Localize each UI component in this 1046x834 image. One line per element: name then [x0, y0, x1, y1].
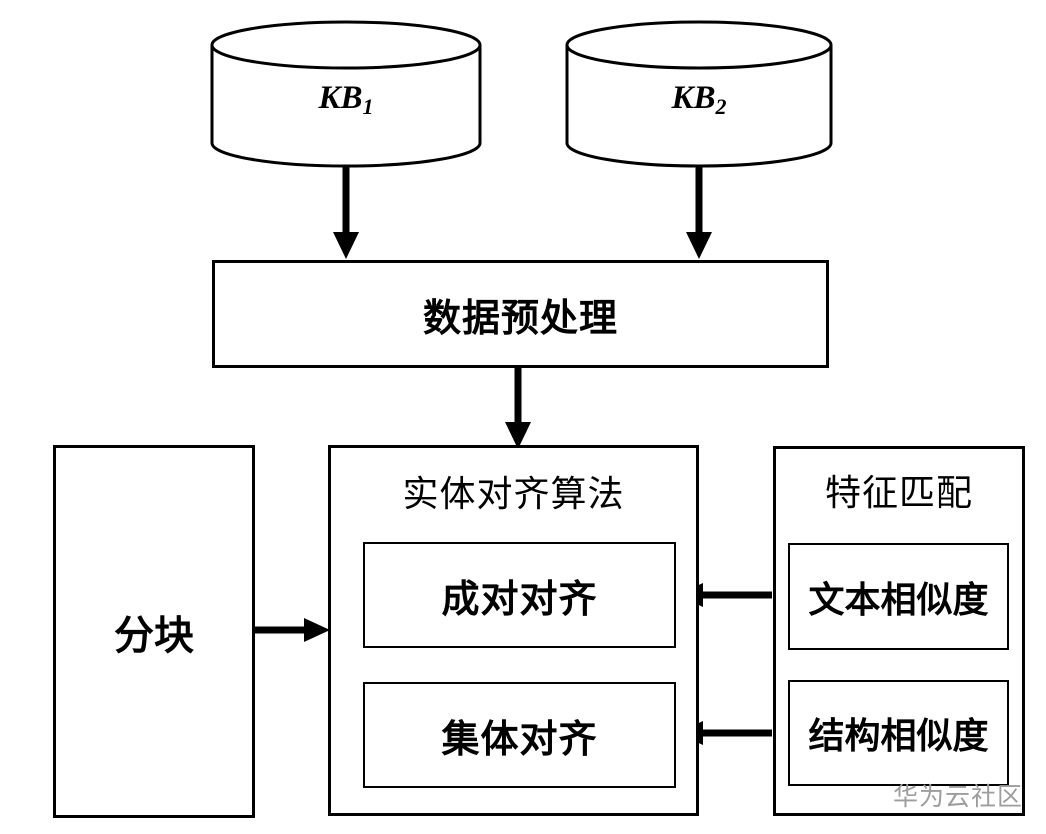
huawei-cloud-watermark: 华为云社区 — [893, 783, 1024, 811]
feature-matching-title: 特征匹配 — [824, 472, 973, 513]
preprocessing-box: 数据预处理 — [212, 260, 829, 368]
alignment-panel-title: 实体对齐算法 — [402, 473, 625, 514]
text-similarity-box: 文本相似度 — [788, 543, 1009, 650]
pairwise-alignment-box: 成对对齐 — [363, 542, 676, 648]
kb1-name: KB — [318, 80, 363, 116]
blocking-box: 分块 — [53, 445, 255, 818]
arrow-kb2-to-preprocessing — [686, 166, 712, 259]
text-similarity-label: 文本相似度 — [808, 578, 989, 620]
kb2-subscript: 2 — [715, 94, 727, 119]
kb1-database-cylinder-icon — [210, 20, 482, 168]
collective-alignment-box: 集体对齐 — [363, 682, 676, 788]
arrow-preprocessing-to-alignment — [505, 367, 531, 449]
pairwise-alignment-label: 成对对齐 — [441, 578, 598, 621]
structural-similarity-label: 结构相似度 — [808, 715, 989, 756]
kb2-name: KB — [671, 80, 716, 116]
preprocessing-label: 数据预处理 — [422, 297, 618, 340]
arrow-kb1-to-preprocessing — [333, 166, 359, 259]
kb1-label: KB1 — [212, 80, 480, 119]
blocking-label: 分块 — [114, 613, 194, 658]
arrow-blocking-to-alignment — [254, 618, 330, 642]
kb2-label: KB2 — [567, 80, 831, 119]
collective-alignment-label: 集体对齐 — [441, 718, 598, 761]
kb2-database-cylinder-icon — [565, 20, 833, 168]
kb1-subscript: 1 — [362, 94, 374, 119]
structural-similarity-box: 结构相似度 — [788, 680, 1009, 786]
